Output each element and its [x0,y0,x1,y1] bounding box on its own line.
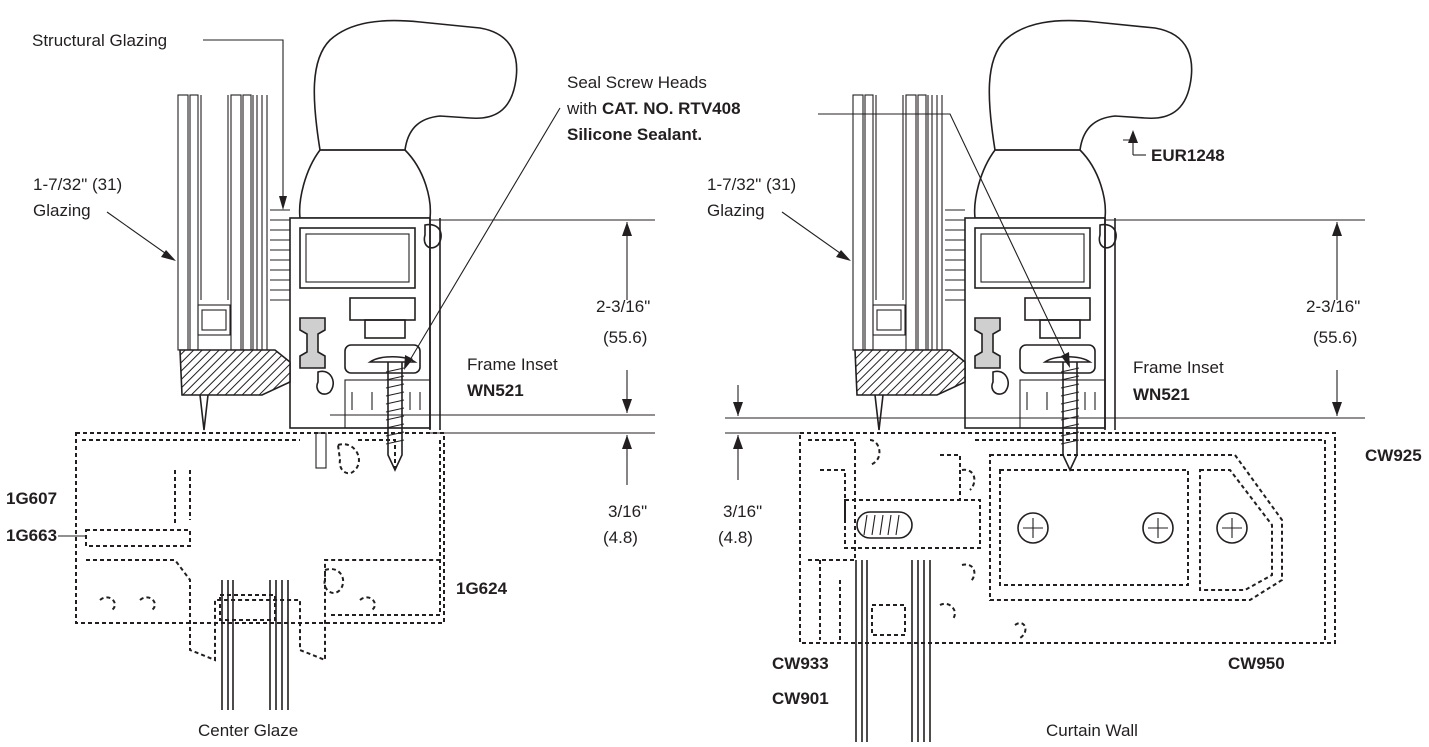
right-glazing-label: Glazing [707,201,765,220]
part-cw950-label: CW950 [1228,654,1285,673]
left-dim-bottom-label: 3/16" [608,502,647,521]
right-dim-bottom-metric: (4.8) [718,528,753,547]
left-handle [313,19,518,151]
right-cap-screws [1017,512,1248,544]
left-detail: Structural Glazing 1-7/32" (31) Glazing … [6,19,741,740]
part-cw933-label: CW933 [772,654,829,673]
part-1g607-label: 1G607 [6,489,57,508]
left-center-glazing [221,580,289,710]
left-dashed-profile [75,432,445,662]
right-dim-bottom-label: 3/16" [723,502,762,521]
right-mullion-screw [856,511,913,539]
right-dashed-profile [799,432,1336,644]
structural-glazing-label: Structural Glazing [32,31,167,50]
right-detail: EUR1248 1-7/32" (31) Glazing 2-3/16" (55… [707,19,1422,742]
right-dim-top-metric: (55.6) [1313,328,1357,347]
left-glazing-base [179,349,291,396]
silicone-sealant-label: Silicone Sealant. [567,125,702,144]
part-1g624-label: 1G624 [456,579,508,598]
right-glazing-thickness-label: 1-7/32" (31) [707,175,796,194]
left-gasket [299,317,326,369]
right-glazing-unit [852,94,943,351]
left-handle-base [298,149,432,219]
part-1g663-label: 1G663 [6,526,57,545]
seal-screw-heads-label: Seal Screw Heads [567,73,707,92]
left-dim-top-metric: (55.6) [603,328,647,347]
left-anchor-pin [199,394,209,431]
left-dim-top-label: 2-3/16" [596,297,650,316]
right-leaders [781,113,1146,368]
curtain-wall-caption: Curtain Wall [1046,721,1138,740]
right-anchor-pin [874,394,884,431]
right-structural-silicone [945,209,965,301]
left-dim-bottom-metric: (4.8) [603,528,638,547]
left-structural-silicone [270,209,290,301]
right-lower-glazing [855,560,931,742]
center-glaze-caption: Center Glaze [198,721,298,740]
left-glazing-thickness-label: 1-7/32" (31) [33,175,122,194]
right-gasket [974,317,1001,369]
left-glazing-unit [177,94,268,351]
left-glazing-label: Glazing [33,201,91,220]
part-cw901-label: CW901 [772,689,829,708]
left-dimension-lines [330,219,655,485]
eur1248-label: EUR1248 [1151,146,1225,165]
left-leaders [106,39,561,370]
right-frame-part-label: WN521 [1133,385,1190,404]
left-frame-inset-label: Frame Inset [467,355,558,374]
left-frame-part-label: WN521 [467,381,524,400]
right-dimension-lines [725,219,1365,480]
right-dim-top-label: 2-3/16" [1306,297,1360,316]
right-handle [988,19,1193,151]
right-frame-inset-label: Frame Inset [1133,358,1224,377]
right-glazing-base [854,349,966,396]
part-cw925-label: CW925 [1365,446,1422,465]
seal-with-sealant-label: with CAT. NO. RTV408 [566,99,741,118]
